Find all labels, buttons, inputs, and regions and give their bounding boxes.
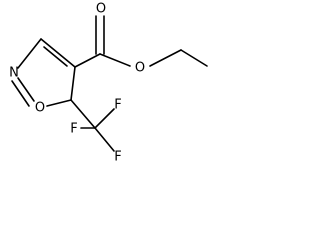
bond-cf3-f-right — [94, 127, 115, 152]
bond-o1-n-inner — [11, 80, 30, 107]
ester-oxygen-label: O — [135, 61, 145, 76]
bond-carbonyl-c-ester-o — [99, 53, 131, 67]
fluorine-top-label: F — [114, 98, 121, 113]
ring-oxygen-label: O — [35, 101, 45, 116]
bond-ester-o-ch2 — [149, 49, 182, 67]
bond-c3-c4-inner — [43, 46, 68, 67]
bond-c4-carbonyl-c — [74, 53, 101, 68]
fluorine-left-label: F — [70, 122, 77, 137]
bond-cf3-f-top — [94, 108, 115, 129]
ring-nitrogen-label: N — [9, 66, 19, 81]
bond-o1-n — [17, 77, 35, 102]
bond-c4-c5 — [70, 66, 76, 101]
bond-c5-cf3 — [70, 99, 96, 129]
bond-ch2-ch3 — [180, 49, 208, 67]
bond-c5-o1 — [46, 99, 72, 107]
bond-c3-c4 — [40, 38, 76, 68]
fluorine-right-label: F — [114, 150, 121, 165]
bond-n-c3 — [17, 38, 42, 69]
chemical-structure: N O O O F F F — [9, 2, 208, 165]
carbonyl-oxygen-label: O — [96, 2, 106, 17]
